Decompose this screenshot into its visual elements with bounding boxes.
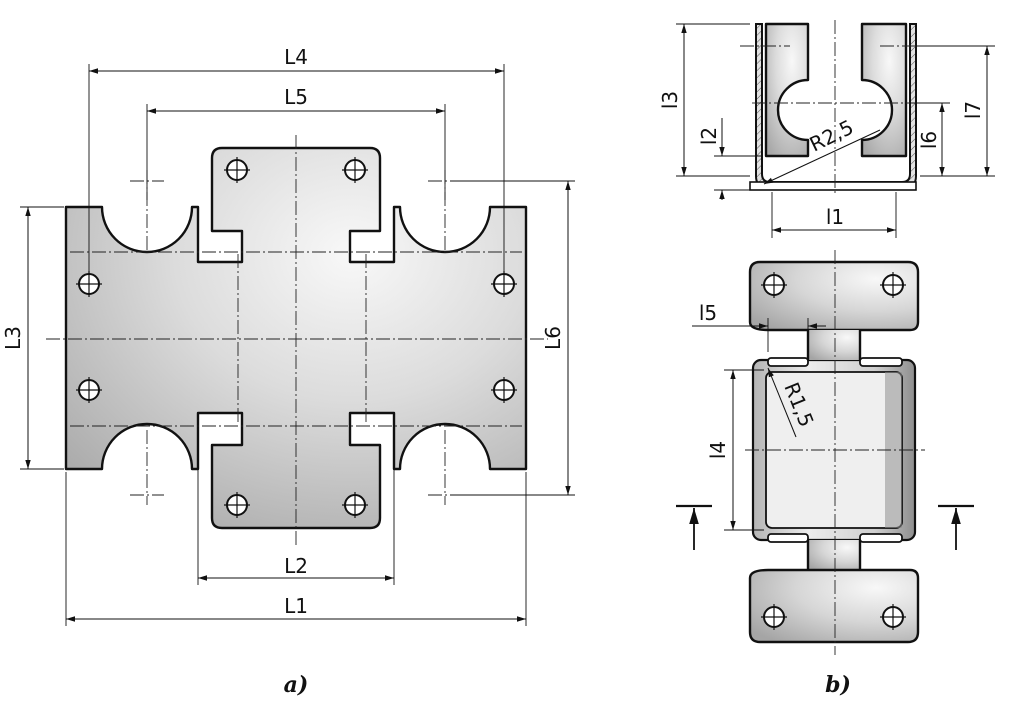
lower-plate (748, 568, 920, 644)
dimension-l6: l6 (910, 102, 950, 177)
hole (224, 492, 250, 518)
caption-b: b) (825, 672, 851, 698)
hole (880, 604, 906, 630)
dimension-L3: L3 (1, 206, 64, 470)
hole (761, 604, 787, 630)
holes-a (76, 157, 517, 518)
neck-top (808, 330, 860, 360)
label-l4: l4 (706, 441, 730, 459)
hole (880, 272, 906, 298)
label-R2-5: R2,5 (806, 115, 858, 157)
section-arrow-left (676, 504, 712, 550)
hole (342, 157, 368, 183)
label-l2: l2 (697, 127, 721, 145)
dimension-l5: l5 (692, 301, 826, 352)
label-L3: L3 (1, 326, 25, 350)
section-arrow-right (938, 504, 974, 550)
holes-b (761, 272, 906, 630)
label-L1: L1 (284, 594, 308, 618)
base-strip (749, 181, 917, 191)
hole (342, 492, 368, 518)
label-L4: L4 (284, 45, 308, 69)
dimension-l1: l1 (771, 192, 897, 238)
dimension-l7: l7 (916, 45, 995, 177)
dimension-l2: l2 (697, 118, 762, 200)
shade-right (885, 372, 902, 528)
leader-r15 (767, 367, 797, 438)
right-flange (860, 22, 908, 158)
dimension-L2: L2 (197, 420, 395, 585)
slot (767, 357, 809, 367)
slot (767, 533, 809, 543)
dimension-L6: L6 (450, 180, 575, 496)
blank-view-a: L4 L5 L3 L6 L2 (1, 45, 575, 698)
section-view-b-top: R2,5 l3 l2 l1 l6 (658, 20, 995, 238)
hole (76, 377, 102, 403)
caption-a: a) (284, 672, 309, 698)
slot (859, 357, 903, 367)
hole (224, 157, 250, 183)
label-l3: l3 (658, 91, 682, 109)
dimension-l4: l4 (706, 369, 764, 531)
dimension-l3: l3 (658, 23, 750, 177)
label-l1: l1 (826, 205, 844, 229)
neck-bottom (808, 540, 860, 570)
label-L5: L5 (284, 85, 308, 109)
folded-view-b: l5 R1,5 l4 b) (676, 250, 974, 698)
dimension-L4: L4 (88, 45, 505, 280)
label-L2: L2 (284, 554, 308, 578)
leader-r25 (763, 129, 881, 185)
hole (761, 272, 787, 298)
label-l7: l7 (961, 101, 985, 119)
left-flange (764, 22, 810, 158)
label-l5: l5 (699, 301, 717, 325)
label-L6: L6 (541, 326, 565, 350)
dimension-L1: L1 (65, 472, 527, 626)
slot (859, 533, 903, 543)
dimension-L5: L5 (146, 85, 446, 200)
upper-plate (748, 260, 920, 332)
label-l6: l6 (917, 131, 941, 149)
hole (491, 377, 517, 403)
